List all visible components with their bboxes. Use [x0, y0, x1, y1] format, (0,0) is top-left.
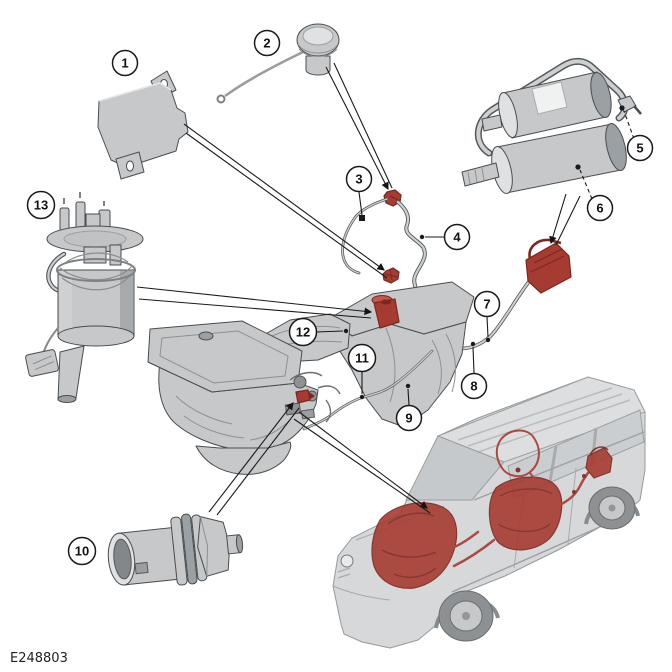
callout-7-number: 7: [483, 297, 490, 312]
part-vent-tubes: [341, 197, 427, 301]
callout-1-number: 1: [121, 56, 128, 71]
part-bracket: [97, 70, 189, 180]
callout-7: 7: [473, 290, 501, 318]
callout-2-number: 2: [263, 36, 270, 51]
callout-3: 3: [345, 165, 373, 193]
part-engine: [147, 320, 341, 475]
callout-12-number: 12: [296, 325, 310, 340]
callout-2: 2: [253, 29, 281, 57]
clip-installed-red: [382, 267, 400, 284]
callout-3-number: 3: [355, 172, 362, 187]
headlight: [340, 554, 354, 568]
sensor-installed-red: [295, 389, 315, 404]
callout-8: 8: [460, 372, 488, 400]
pump-installed-red: [371, 295, 400, 329]
callout-4-number: 4: [453, 230, 461, 245]
part-fuel-lines-lower: [302, 349, 434, 431]
callout-13-number: 13: [34, 198, 48, 213]
callout-12: 12: [288, 317, 318, 347]
callout-8-number: 8: [470, 379, 477, 394]
callout-5-number: 5: [636, 141, 643, 156]
callout-5: 5: [626, 134, 654, 162]
callout-11-number: 11: [355, 351, 369, 366]
figure-code: E248803: [10, 651, 68, 666]
callout-10-number: 10: [75, 544, 89, 559]
part-fuel-pressure-sensor: [107, 513, 244, 586]
callout-4: 4: [443, 223, 471, 251]
callout-6: 6: [586, 194, 614, 222]
leader-lines: [136, 62, 581, 516]
part-evap-canister: [461, 57, 642, 194]
callout-leaders: [315, 105, 635, 406]
callout-6-number: 6: [596, 201, 603, 216]
callout-13: 13: [26, 190, 56, 220]
vehicle: [332, 376, 646, 649]
callout-9: 9: [395, 404, 423, 432]
part-fuel-pump-module: [25, 192, 144, 403]
callout-9-number: 9: [405, 411, 412, 426]
part-filler-cap: [216, 23, 340, 104]
callout-11: 11: [347, 343, 377, 373]
vehicle-fuel-system-highlight: [371, 429, 613, 589]
callout-1: 1: [111, 49, 139, 77]
callout-10: 10: [67, 536, 97, 566]
